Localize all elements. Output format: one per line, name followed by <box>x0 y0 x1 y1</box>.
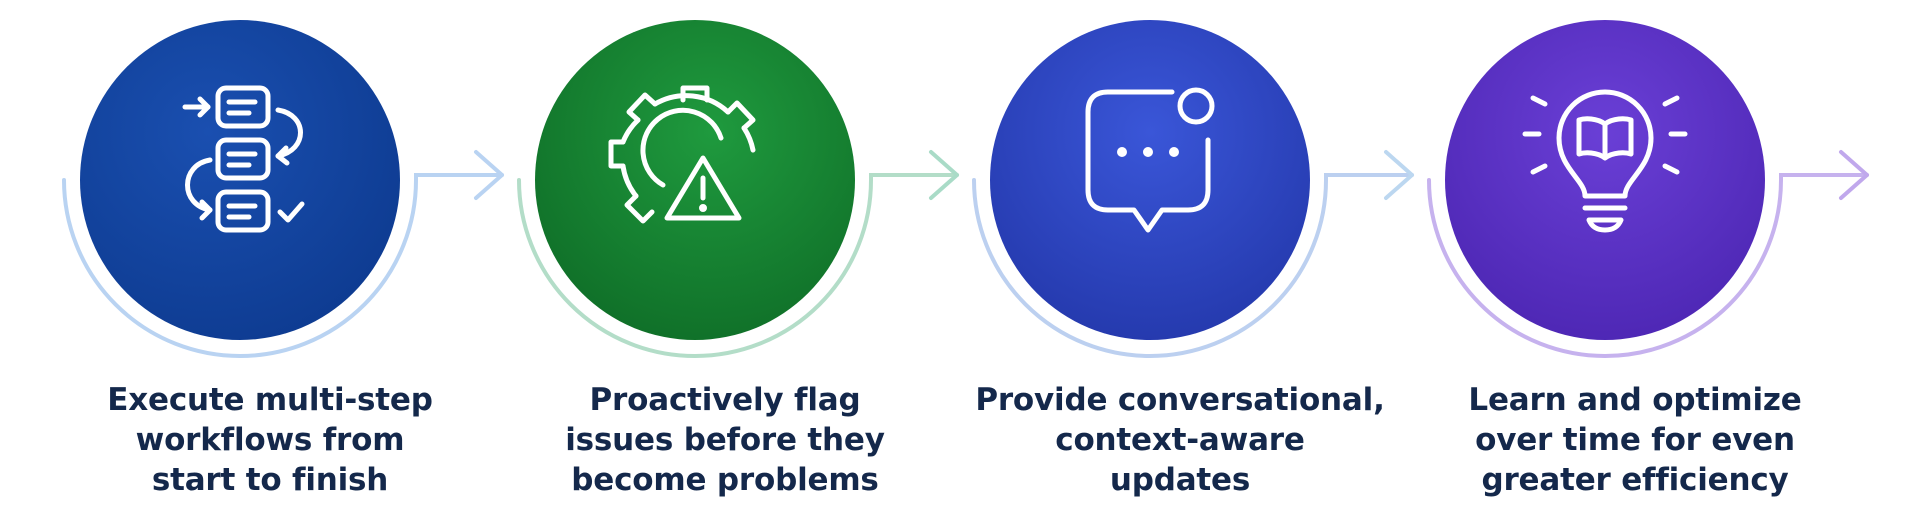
step-circle <box>990 20 1310 340</box>
step-learn: Learn and optimize over time for even gr… <box>1405 0 1869 518</box>
connector-arc <box>62 173 504 358</box>
step-caption: Execute multi-step workflows from start … <box>107 382 433 498</box>
arrow-right-icon <box>1839 150 1869 200</box>
arrow-right-icon <box>1384 150 1414 200</box>
step-caption: Proactively flag issues before they beco… <box>565 382 885 498</box>
arrow-right-icon <box>474 150 504 200</box>
step-circle <box>535 20 855 340</box>
step-conversational: Provide conversational, context-aware up… <box>950 0 1414 518</box>
connector-arc <box>1427 173 1869 358</box>
chat-bubble-icon <box>1085 87 1215 233</box>
step-execute: Execute multi-step workflows from start … <box>40 0 504 518</box>
step-circle <box>1445 20 1765 340</box>
arrow-right-icon <box>929 150 959 200</box>
workflow-checklist-icon <box>182 85 305 233</box>
lightbulb-book-icon <box>1522 89 1688 233</box>
connector-arc <box>517 173 959 358</box>
step-proactive: Proactively flag issues before they beco… <box>495 0 959 518</box>
connector-arc <box>972 173 1414 358</box>
step-learn-graphic <box>1427 20 1869 358</box>
gear-warning-icon <box>608 85 756 224</box>
step-conversational-graphic <box>972 20 1414 358</box>
step-caption: Provide conversational, context-aware up… <box>975 382 1385 498</box>
step-proactive-graphic <box>517 20 959 358</box>
step-execute-graphic <box>62 20 504 358</box>
step-caption: Learn and optimize over time for even gr… <box>1468 382 1802 498</box>
